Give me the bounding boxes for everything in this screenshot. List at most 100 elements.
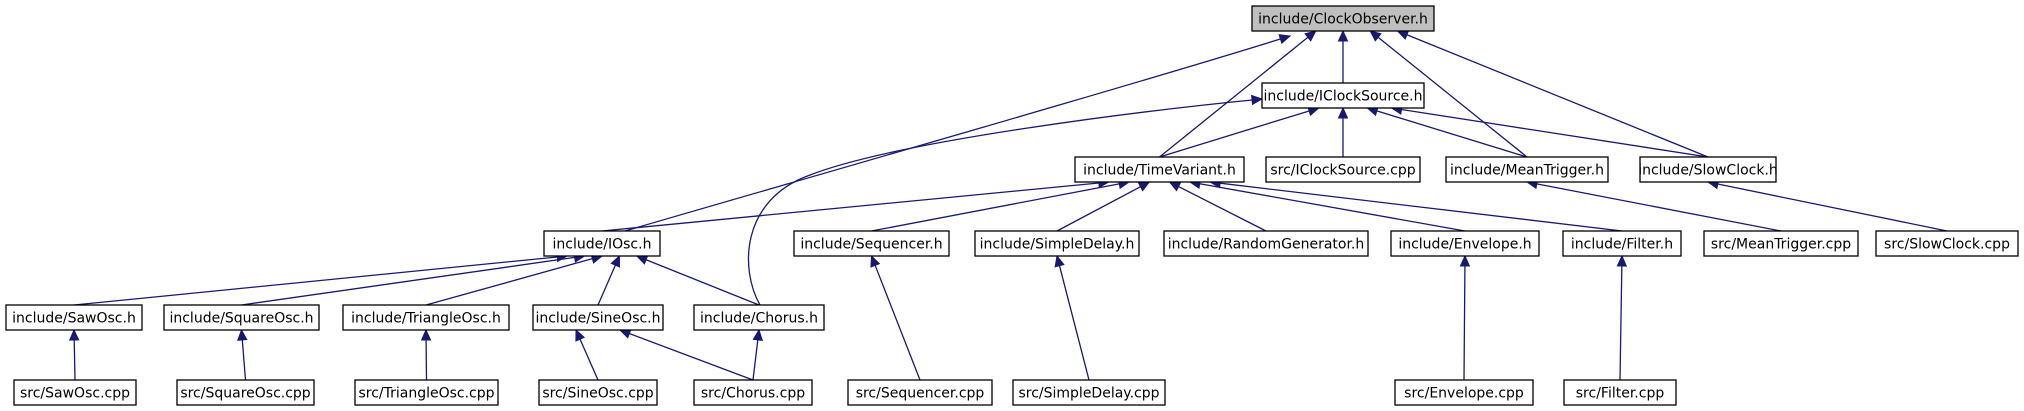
edge-line xyxy=(1159,110,1310,158)
arrowhead xyxy=(1304,30,1317,42)
node-box xyxy=(1163,230,1369,257)
edge-include-sequencer-h-to-include-timevariant-h xyxy=(871,178,1131,232)
edge-line xyxy=(1178,185,1267,232)
arrowhead xyxy=(420,328,432,341)
edges-layer xyxy=(68,29,1948,381)
node-label: include/RandomGenerator.h xyxy=(1168,237,1365,253)
edge-src-chorus-cpp-to-include-sineosc-h xyxy=(618,328,754,381)
edge-line xyxy=(624,35,1291,232)
node-src-sawosc-cpp[interactable]: src/SawOsc.cpp xyxy=(13,379,137,406)
node-box xyxy=(1703,230,1859,257)
node-label: include/Sequencer.h xyxy=(800,237,942,253)
arrowhead xyxy=(1337,106,1349,119)
edge-line xyxy=(1199,183,1466,232)
node-include-sequencer-h[interactable]: include/Sequencer.h xyxy=(793,230,950,257)
node-include-randomgenerator-h[interactable]: include/RandomGenerator.h xyxy=(1163,230,1369,257)
node-box xyxy=(1261,82,1425,109)
edge-include-simpledelay-h-to-include-timevariant-h xyxy=(1056,181,1151,232)
edge-include-sineosc-h-to-include-iosc-h xyxy=(597,254,621,306)
edge-line xyxy=(645,259,760,306)
node-src-iclocksource-cpp[interactable]: src/IClockSource.cpp xyxy=(1265,156,1421,183)
node-box xyxy=(1563,379,1677,406)
edge-line xyxy=(1406,34,1709,158)
node-box xyxy=(1394,379,1534,406)
node-include-filter-h[interactable]: include/Filter.h xyxy=(1562,230,1682,257)
node-label: include/IClockSource.h xyxy=(1263,89,1422,105)
node-box xyxy=(5,304,143,331)
node-include-envelope-h[interactable]: include/Envelope.h xyxy=(1390,230,1540,257)
node-src-simpledelay-cpp[interactable]: src/SimpleDelay.cpp xyxy=(1012,379,1166,406)
node-src-filter-cpp[interactable]: src/Filter.cpp xyxy=(1563,379,1677,406)
node-include-timevariant-h[interactable]: include/TimeVariant.h xyxy=(1074,156,1245,183)
node-label: include/SineOsc.h xyxy=(535,311,660,327)
edge-include-randomgenerator-h-to-include-timevariant-h xyxy=(1168,181,1267,232)
edge-src-envelope-cpp-to-include-envelope-h xyxy=(1459,254,1471,381)
node-box xyxy=(1445,156,1609,183)
node-box xyxy=(1875,230,2019,257)
node-include-chorus-h[interactable]: include/Chorus.h xyxy=(693,304,825,331)
node-src-triangleosc-cpp[interactable]: src/TriangleOsc.cpp xyxy=(354,379,499,406)
arrowhead xyxy=(610,254,621,268)
edge-src-triangleosc-cpp-to-include-triangleosc-h xyxy=(420,328,432,381)
edge-line xyxy=(874,265,921,381)
node-label: src/Filter.cpp xyxy=(1576,386,1665,402)
node-label: include/ClockObserver.h xyxy=(1258,12,1428,28)
edge-line xyxy=(597,264,616,306)
edge-line xyxy=(1536,183,1782,232)
node-include-iclocksource-h[interactable]: include/IClockSource.h xyxy=(1261,82,1425,109)
node-label: src/Chorus.cpp xyxy=(701,386,805,402)
node-src-squareosc-cpp[interactable]: src/SquareOsc.cpp xyxy=(176,379,315,406)
node-include-simpledelay-h[interactable]: include/SimpleDelay.h xyxy=(974,230,1140,257)
node-src-chorus-cpp[interactable]: src/Chorus.cpp xyxy=(693,379,813,406)
edge-src-simpledelay-cpp-to-include-simpledelay-h xyxy=(1054,254,1090,381)
arrowhead xyxy=(1054,254,1065,268)
node-box xyxy=(176,379,315,406)
edge-include-meantrigger-h-to-include-iclocksource-h xyxy=(1366,106,1528,158)
node-label: include/MeanTrigger.h xyxy=(1450,163,1604,179)
arrowhead xyxy=(1168,181,1182,192)
node-include-meantrigger-h[interactable]: include/MeanTrigger.h xyxy=(1445,156,1609,183)
node-include-sineosc-h[interactable]: include/SineOsc.h xyxy=(532,304,664,331)
edge-line xyxy=(241,256,575,306)
node-label: src/SineOsc.cpp xyxy=(542,386,653,402)
node-include-iosc-h[interactable]: include/IOsc.h xyxy=(543,230,661,257)
edge-include-envelope-h-to-include-timevariant-h xyxy=(1188,178,1466,232)
node-label: include/Envelope.h xyxy=(1398,237,1531,253)
node-box xyxy=(793,230,950,257)
arrowhead xyxy=(1369,30,1382,42)
node-include-triangleosc-h[interactable]: include/TriangleOsc.h xyxy=(342,304,510,331)
node-src-sineosc-cpp[interactable]: src/SineOsc.cpp xyxy=(538,379,658,406)
nodes-layer: include/ClockObserver.h include/IClockSou… xyxy=(5,5,2019,406)
edge-line xyxy=(629,332,754,381)
edge-src-sequencer-cpp-to-include-sequencer-h xyxy=(870,254,921,381)
node-include-clockobserver-h[interactable]: include/ClockObserver.h xyxy=(1251,5,1435,32)
node-label: include/SimpleDelay.h xyxy=(980,237,1135,253)
node-src-envelope-cpp[interactable]: src/Envelope.cpp xyxy=(1394,379,1534,406)
node-box xyxy=(543,230,661,257)
node-include-slowclock-h[interactable]: include/SlowClock.h xyxy=(1638,156,1778,183)
node-label: src/Sequencer.cpp xyxy=(856,386,985,402)
node-include-sawosc-h[interactable]: include/SawOsc.h xyxy=(5,304,143,331)
node-include-squareosc-h[interactable]: include/SquareOsc.h xyxy=(163,304,320,331)
edge-src-chorus-cpp-to-include-chorus-h xyxy=(752,328,763,381)
node-box xyxy=(1012,379,1166,406)
node-src-meantrigger-cpp[interactable]: src/MeanTrigger.cpp xyxy=(1703,230,1859,257)
edge-src-meantrigger-cpp-to-include-meantrigger-h xyxy=(1525,178,1782,232)
edge-line xyxy=(1377,36,1528,158)
edge-src-squareosc-cpp-to-include-squareosc-h xyxy=(237,328,248,381)
edge-line xyxy=(752,339,759,381)
edge-line xyxy=(1717,183,1948,232)
arrowhead xyxy=(635,255,649,265)
node-src-slowclock-cpp[interactable]: src/SlowClock.cpp xyxy=(1875,230,2019,257)
node-src-sequencer-cpp[interactable]: src/Sequencer.cpp xyxy=(847,379,993,406)
edge-include-filter-h-to-include-timevariant-h xyxy=(1208,178,1623,232)
edge-include-timevariant-h-to-include-clockobserver-h xyxy=(1159,30,1317,158)
edge-include-sawosc-h-to-include-iosc-h xyxy=(73,251,569,306)
arrowhead xyxy=(870,254,881,268)
node-box xyxy=(163,304,320,331)
edge-line xyxy=(579,338,599,381)
edge-include-iclocksource-h-to-include-clockobserver-h xyxy=(1337,29,1349,83)
arrowhead xyxy=(1251,94,1264,106)
node-label: src/IClockSource.cpp xyxy=(1270,163,1415,179)
node-label: include/Chorus.h xyxy=(700,311,818,327)
